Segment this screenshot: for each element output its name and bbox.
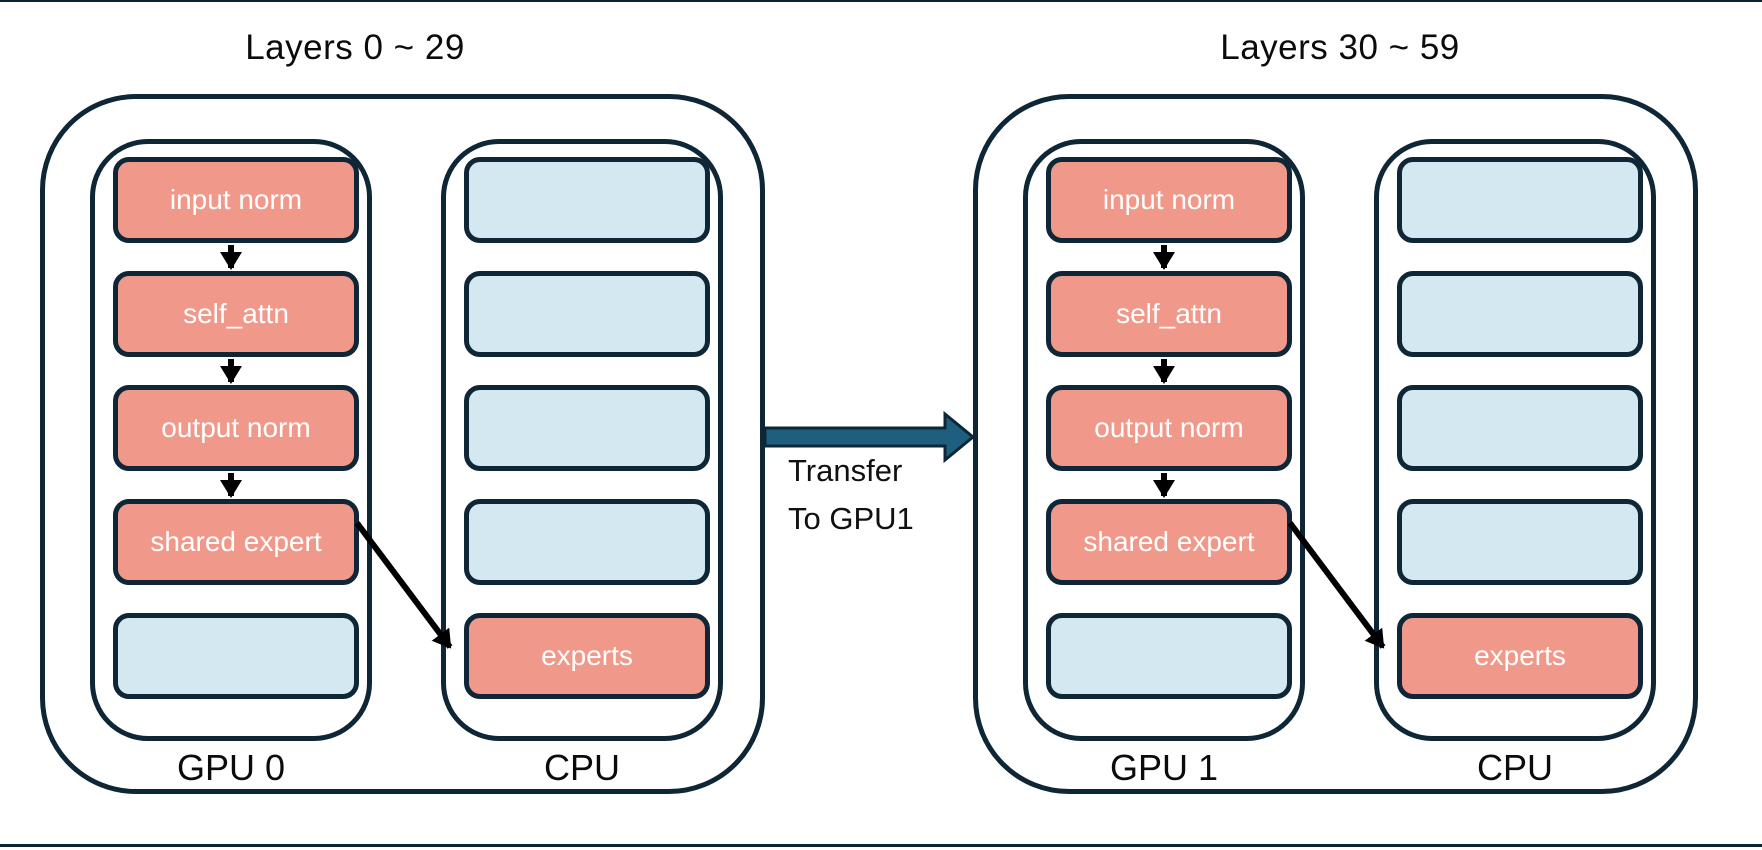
gpu0-column: input norm self_attn output norm shared … bbox=[90, 139, 372, 741]
gpu1-column: input norm self_attn output norm shared … bbox=[1023, 139, 1305, 741]
node-self-attn: self_attn bbox=[113, 271, 359, 357]
page-top-border bbox=[0, 0, 1762, 2]
node-input-norm: input norm bbox=[1046, 157, 1292, 243]
gpu1-label: GPU 1 bbox=[1109, 747, 1219, 788]
node-empty bbox=[464, 499, 710, 585]
node-empty bbox=[113, 613, 359, 699]
node-shared-expert: shared expert bbox=[1046, 499, 1292, 585]
node-empty bbox=[1046, 613, 1292, 699]
node-experts: experts bbox=[1397, 613, 1643, 699]
layers-range-title-right: Layers 30 ~ 59 bbox=[1220, 28, 1460, 67]
node-output-norm: output norm bbox=[1046, 385, 1292, 471]
node-empty bbox=[464, 385, 710, 471]
transfer-label-line2: To GPU1 bbox=[788, 501, 914, 537]
node-empty bbox=[1397, 157, 1643, 243]
node-empty bbox=[464, 271, 710, 357]
gpu0-label: GPU 0 bbox=[176, 747, 286, 788]
node-input-norm: input norm bbox=[113, 157, 359, 243]
transfer-label-line1: Transfer bbox=[788, 453, 903, 488]
node-self-attn: self_attn bbox=[1046, 271, 1292, 357]
transfer-label: Transfer To GPU1 bbox=[788, 447, 1008, 543]
cpu-label-left: CPU bbox=[543, 747, 620, 788]
layers-range-title-left: Layers 0 ~ 29 bbox=[245, 28, 465, 67]
cpu-label-right: CPU bbox=[1476, 747, 1553, 788]
cpu-column-right: experts bbox=[1374, 139, 1656, 741]
page-bottom-border bbox=[0, 844, 1762, 847]
node-experts: experts bbox=[464, 613, 710, 699]
node-empty bbox=[1397, 385, 1643, 471]
layer-group-container-1: input norm self_attn output norm shared … bbox=[973, 94, 1698, 794]
node-empty bbox=[1397, 499, 1643, 585]
node-empty bbox=[464, 157, 710, 243]
node-shared-expert: shared expert bbox=[113, 499, 359, 585]
node-output-norm: output norm bbox=[113, 385, 359, 471]
transfer-arrow-icon bbox=[763, 410, 976, 464]
node-empty bbox=[1397, 271, 1643, 357]
layer-group-container-0: input norm self_attn output norm shared … bbox=[40, 94, 765, 794]
cpu-column-left: experts bbox=[441, 139, 723, 741]
